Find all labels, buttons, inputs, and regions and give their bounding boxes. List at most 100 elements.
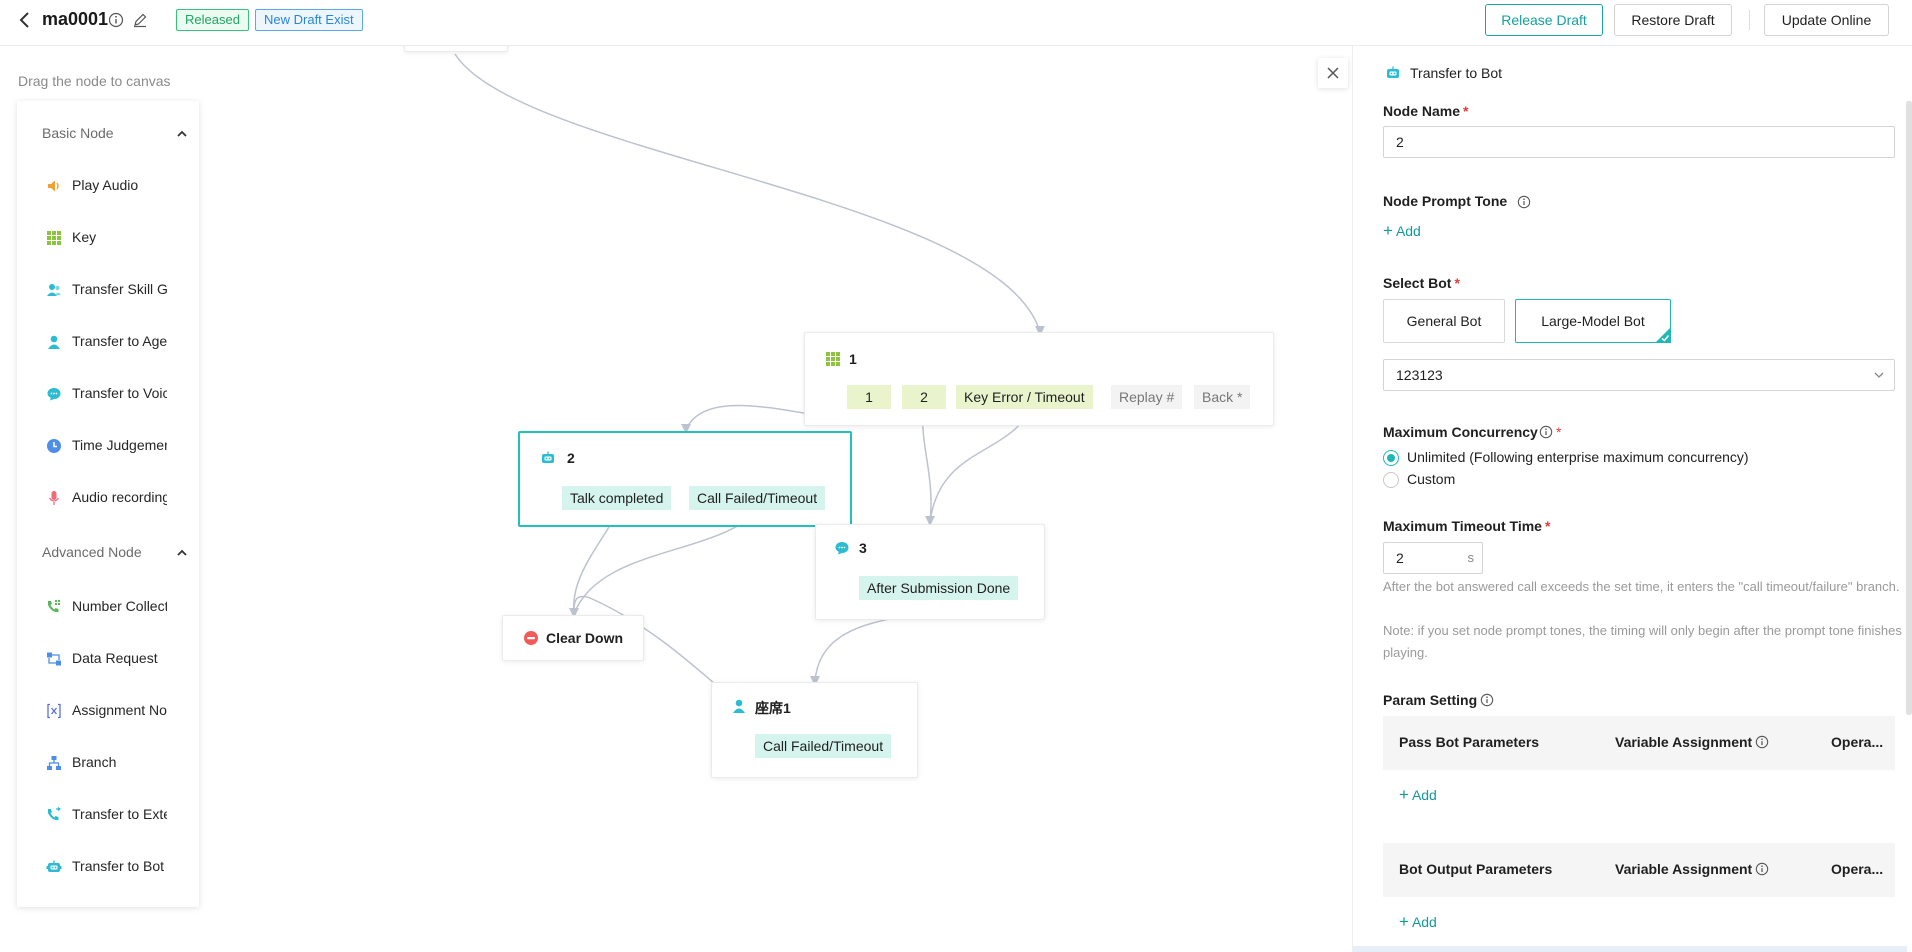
palette-group-advanced[interactable]: Advanced Node [42,544,142,560]
custom-radio-label[interactable]: Custom [1407,471,1456,487]
palette-item-data-request[interactable]: Data Request [17,647,167,671]
selected-check-icon [1655,327,1671,343]
output-params-table-header: Bot Output Parameters Variable Assignmen… [1383,843,1895,897]
max-timeout-label: Maximum Timeout Time* [1383,518,1551,534]
palette-group-basic[interactable]: Basic Node [42,125,114,141]
phone-transfer-icon [48,807,61,821]
clock-icon [47,439,61,453]
close-icon [1327,67,1339,79]
node-prompt-tone-label: Node Prompt Tone [1383,193,1508,209]
branch-chip[interactable]: 2 [902,385,946,409]
large-model-bot-option[interactable]: Large-Model Bot [1515,299,1671,343]
palette-item-transfer-skill-group[interactable]: Transfer Skill Gro [17,278,167,302]
panel-title: Transfer to Bot [1410,65,1503,81]
branch-chip[interactable]: Talk completed [562,486,672,510]
add-prompt-tone-link[interactable]: +Add [1383,221,1421,240]
palette-item-time-judgement[interactable]: Time Judgement [17,434,167,458]
flow-node-voice[interactable]: 3 After Submission Done [815,524,1045,620]
add-output-param-link[interactable]: +Add [1399,912,1437,931]
branch-icon [47,756,61,770]
palette-item-assignment-node[interactable]: Assignment Node [17,699,167,723]
palette-item-play-audio[interactable]: Play Audio [17,174,167,198]
close-panel-button[interactable] [1318,58,1348,88]
bot-select-dropdown[interactable]: 123123 [1383,359,1895,391]
branch-chip[interactable]: Call Failed/Timeout [755,734,892,758]
flow-title: ma0001 [42,9,109,29]
branch-chip[interactable]: Call Failed/Timeout [689,486,826,510]
node-settings-panel: Transfer to Bot Node Name* 2 Node Prompt… [1352,46,1912,952]
unlimited-radio[interactable] [1383,450,1399,466]
update-online-button[interactable]: Update Online [1764,4,1889,36]
arrowhead-bot [681,424,691,434]
node-palette: Basic Node Play Audio Key Transfer Skill… [17,101,199,907]
node-name-input[interactable]: 2 [1383,126,1895,158]
info-icon[interactable] [1755,735,1769,749]
drag-hint: Drag the node to canvas [18,73,171,89]
palette-item-transfer-to-bot[interactable]: Transfer to Bot [17,855,167,879]
start-node-partial[interactable] [404,46,508,52]
column-header: Pass Bot Parameters [1399,734,1540,750]
user-icon [48,335,60,349]
keypad-icon [47,231,61,245]
flow-canvas[interactable]: Drag the node to canvas Basic Node Play … [0,46,1352,952]
flow-node-bot[interactable]: 2 Talk completed Call Failed/Timeout [518,431,852,527]
back-arrow-icon[interactable] [18,10,32,30]
flow-node-clear-down[interactable]: Clear Down [502,615,644,661]
column-header: Bot Output Parameters [1399,861,1553,877]
chevron-up-icon[interactable] [177,130,187,138]
node-title: 3 [859,540,867,556]
header-divider [1749,10,1750,30]
top-bar: ma0001 Released New Draft Exist Release … [0,0,1912,46]
node-title: 2 [567,450,575,466]
restore-draft-button[interactable]: Restore Draft [1614,4,1732,36]
info-icon[interactable] [1539,425,1553,439]
unlimited-radio-label[interactable]: Unlimited (Following enterprise maximum … [1407,449,1749,465]
info-icon[interactable] [1517,195,1531,209]
bot-icon [46,860,62,872]
column-header: Opera... [1831,734,1884,750]
info-icon[interactable] [1755,862,1769,876]
param-setting-label: Param Setting [1383,692,1478,708]
branch-chip[interactable]: Back * [1194,385,1251,409]
bot-icon [1387,66,1399,78]
new-draft-badge: New Draft Exist [255,9,363,31]
palette-item-audio-recording[interactable]: Audio recording [17,486,167,510]
max-timeout-input[interactable]: 2 s [1383,542,1483,574]
node-name-label: Node Name* [1383,103,1469,119]
timeout-note: Note: if you set node prompt tones, the … [1383,623,1902,660]
edge-start-to-key [454,53,1041,333]
max-concurrency-label: Maximum Concurrency [1383,424,1538,440]
timeout-hint: After the bot answered call exceeds the … [1383,579,1900,594]
palette-item-number-collection[interactable]: Number Collectior [17,595,167,619]
branch-chip[interactable]: 1 [847,385,891,409]
flow-node-agent[interactable]: 座席1 Call Failed/Timeout [711,682,918,778]
add-pass-param-link[interactable]: +Add [1399,785,1437,804]
palette-item-key[interactable]: Key [17,226,167,250]
release-draft-button[interactable]: Release Draft [1485,4,1603,36]
custom-radio[interactable] [1383,472,1399,488]
users-icon [47,284,61,296]
palette-item-transfer-to-voice[interactable]: Transfer to Voice [17,382,167,406]
branch-chip[interactable]: Key Error / Timeout [956,385,1093,409]
timeout-unit: s [1467,550,1475,565]
chevron-up-icon[interactable] [177,549,187,557]
info-icon[interactable] [1480,693,1494,707]
general-bot-option[interactable]: General Bot [1383,299,1505,343]
branch-chip[interactable]: After Submission Done [859,576,1019,600]
node-title: 1 [849,351,857,367]
palette-item-branch[interactable]: Branch [17,751,167,775]
microphone-icon [48,491,60,505]
info-icon[interactable] [108,12,124,28]
edit-pencil-icon[interactable] [132,12,148,28]
arrowhead-cleardown [569,608,579,618]
palette-item-transfer-to-agent[interactable]: Transfer to Agent [17,330,167,354]
variable-icon [47,703,61,719]
column-header: Variable Assignment [1615,861,1753,877]
flow-node-key[interactable]: 1 1 2 Key Error / Timeout Replay # Back … [804,332,1274,426]
palette-item-transfer-to-external[interactable]: Transfer to Exterr [17,803,167,827]
column-header: Opera... [1831,861,1884,877]
branch-chip[interactable]: Replay # [1111,385,1183,409]
data-request-icon [47,652,61,666]
released-badge: Released [176,9,249,31]
scrollbar-thumb[interactable] [1906,101,1912,715]
